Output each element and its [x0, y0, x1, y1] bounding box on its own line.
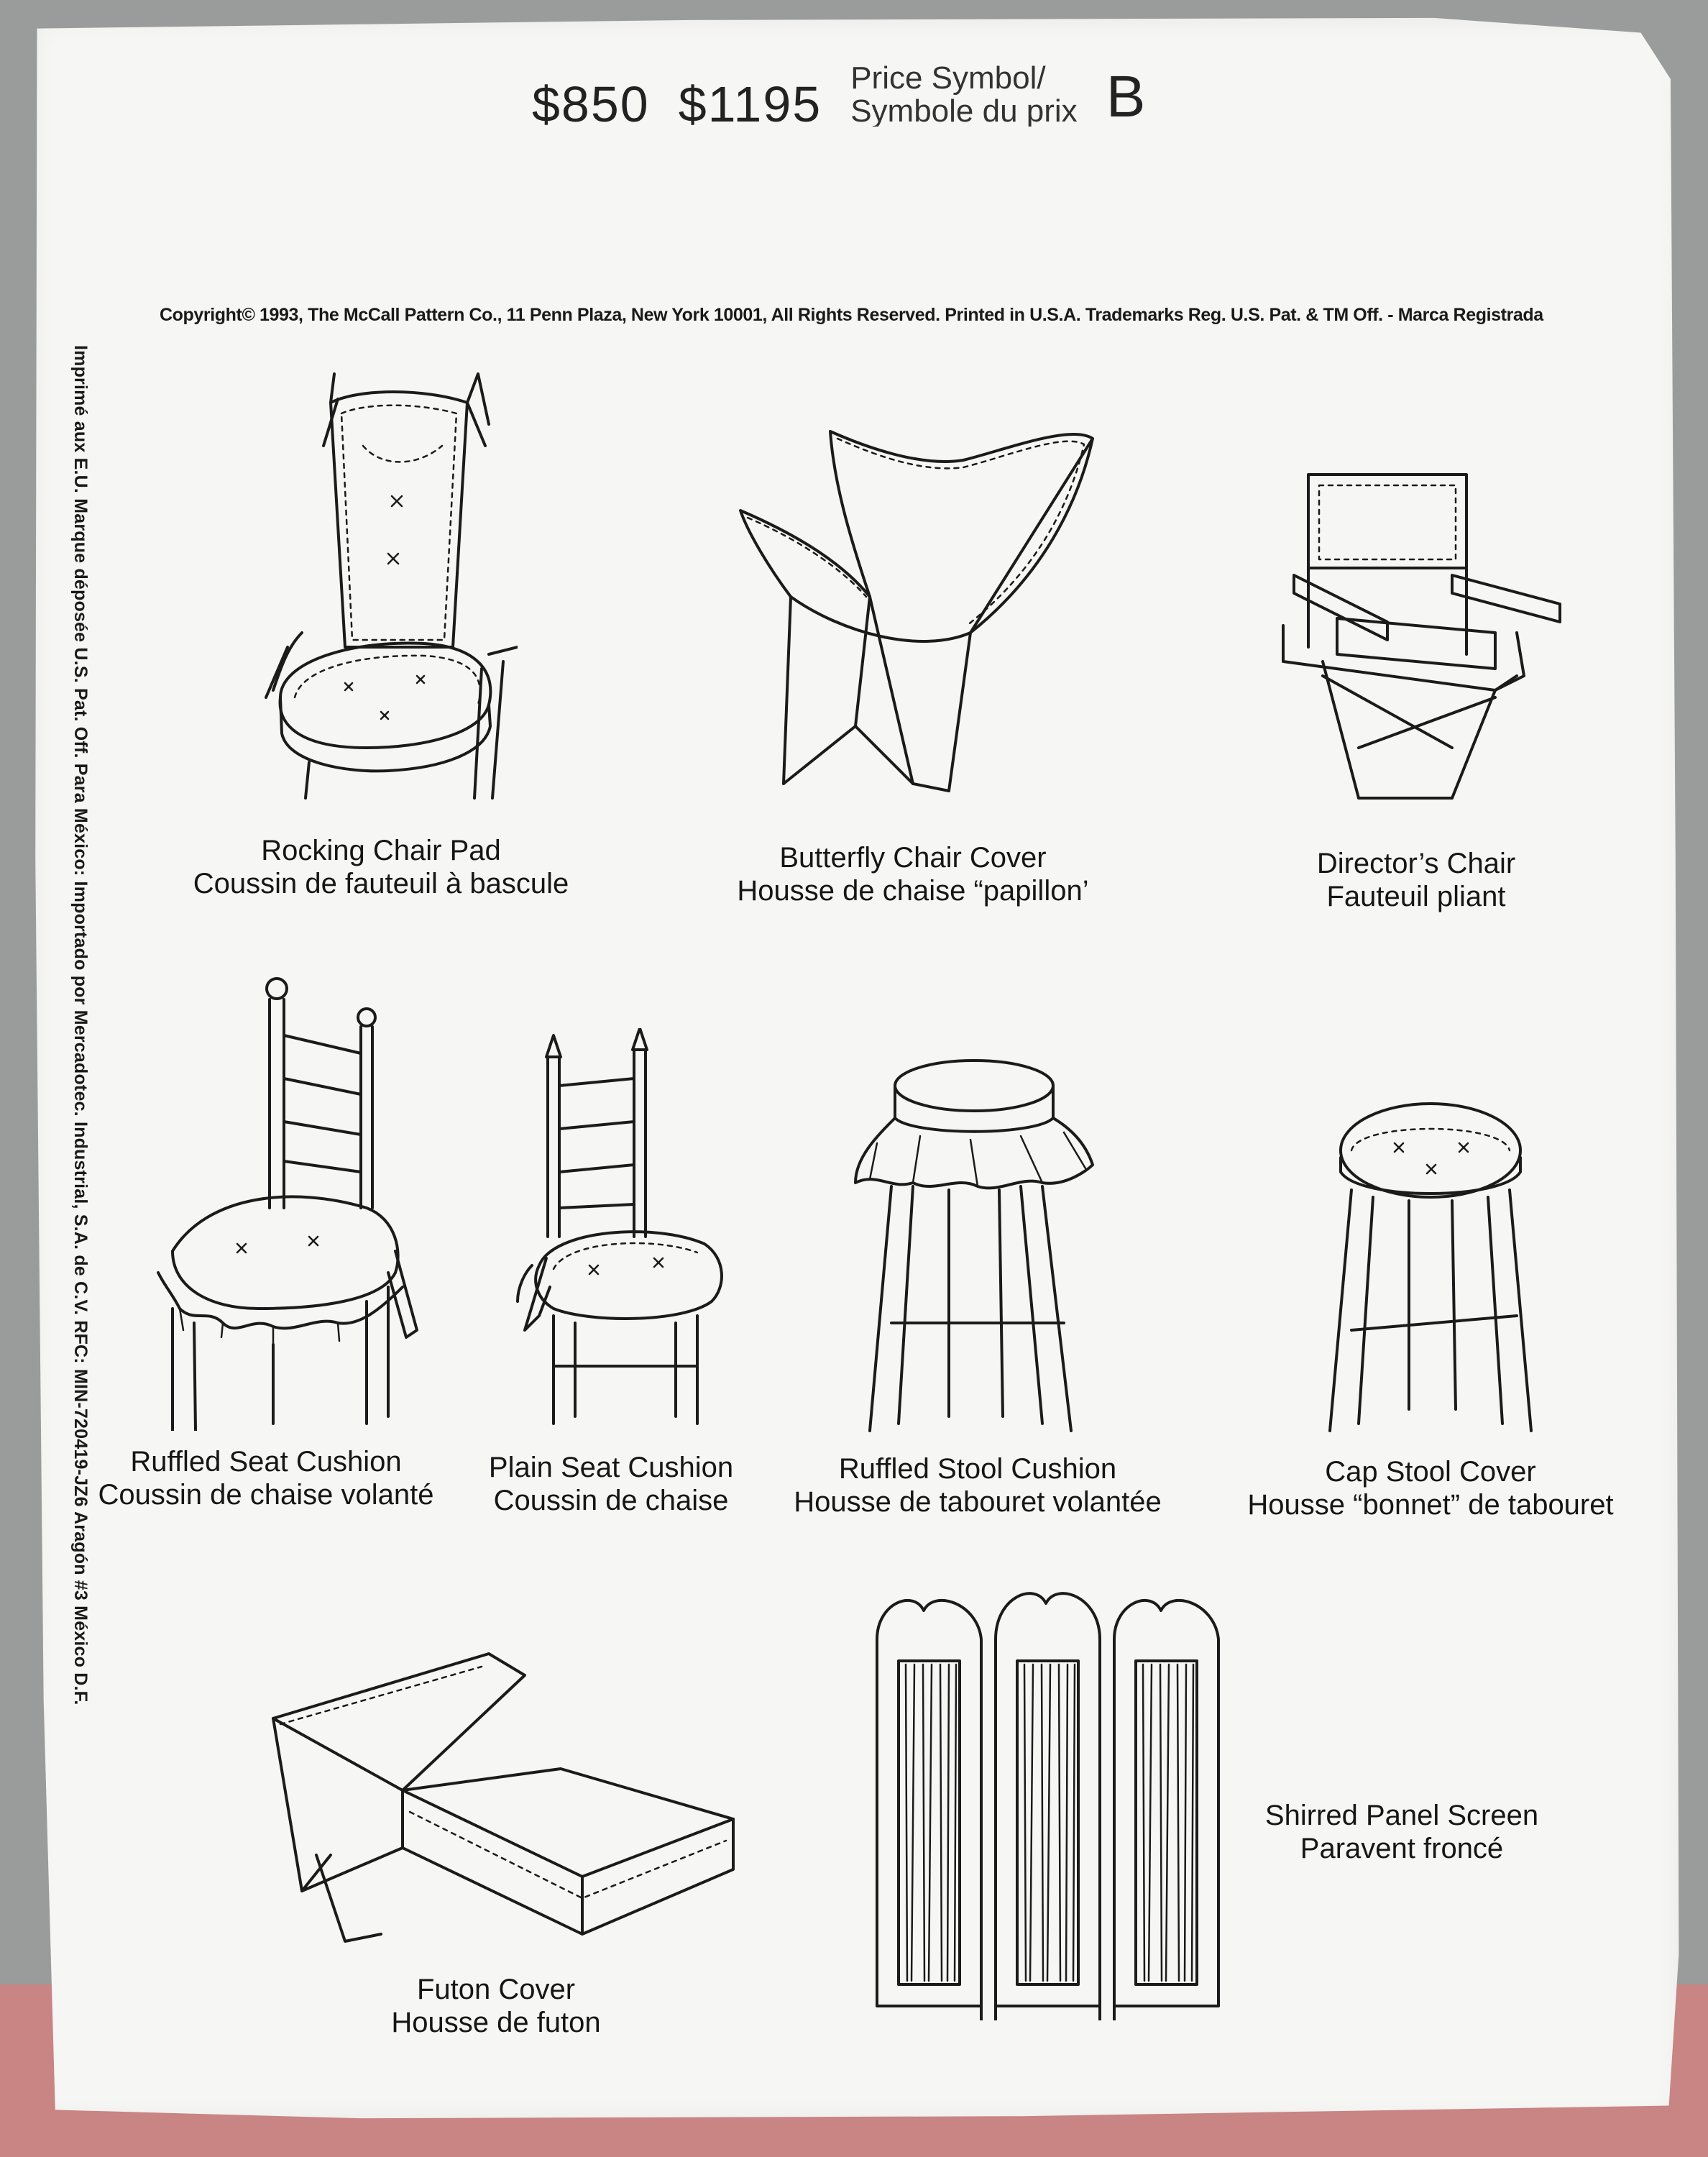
butterfly-chair-caption: Butterfly Chair Cover Housse de chaise “…	[737, 842, 1089, 907]
directors-chair-drawing	[1280, 460, 1567, 805]
ruffled-seat-cushion-drawing	[151, 971, 424, 1431]
plain-seat-cushion-caption: Plain Seat Cushion Coussin de chaise	[488, 1452, 734, 1516]
cap-stool-cover-drawing	[1323, 1100, 1538, 1438]
plain-seat-cushion-drawing	[496, 1028, 740, 1431]
ruffled-stool-cushion-drawing	[848, 1050, 1100, 1438]
rocking-chair-pad-caption: Rocking Chair Pad Coussin de fauteuil à …	[193, 835, 569, 899]
cap-stool-cover-caption: Cap Stool Cover Housse “bonnet” de tabou…	[1247, 1456, 1614, 1521]
futon-cover-drawing	[259, 1639, 740, 1984]
side-imprint: Imprimé aux E.U. Marque déposée U.S. Pat…	[70, 345, 91, 1705]
rocking-chair-pad-drawing	[237, 360, 518, 805]
shirred-panel-screen-caption: Shirred Panel Screen Paravent froncé	[1264, 1800, 1539, 1864]
butterfly-chair-drawing	[733, 417, 1107, 798]
price-canada: $1195	[678, 76, 822, 129]
shirred-panel-screen-drawing	[870, 1582, 1229, 2020]
directors-chair-caption: Director’s Chair Fauteuil pliant	[1316, 848, 1516, 912]
price-symbol-label: Price Symbol/ Symbole du prix	[850, 60, 1078, 127]
price-symbol-letter: B	[1106, 64, 1146, 129]
ruffled-stool-cushion-caption: Ruffled Stool Cushion Housse de tabouret…	[794, 1453, 1162, 1518]
ruffled-seat-cushion-caption: Ruffled Seat Cushion Coussin de chaise v…	[98, 1446, 434, 1511]
price-us: $850	[532, 76, 650, 129]
pattern-envelope-back	[35, 17, 1679, 2119]
futon-cover-caption: Futon Cover Housse de futon	[391, 1974, 601, 2038]
price-row: $850 $1195 Price Symbol/ Symbole du prix…	[532, 58, 1145, 130]
copyright-notice: Copyright© 1993, The McCall Pattern Co.,…	[160, 305, 1543, 325]
